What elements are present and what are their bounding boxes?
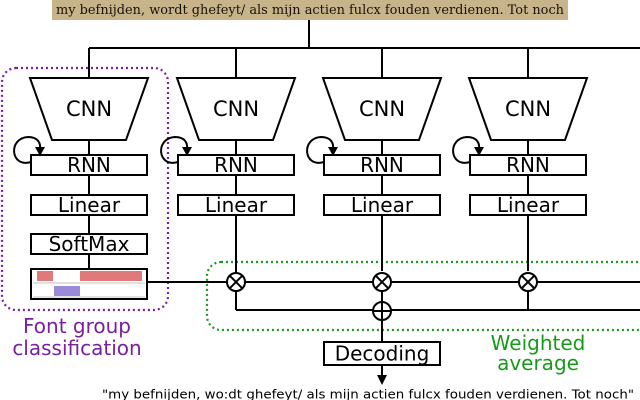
linear-label: Linear — [351, 193, 414, 217]
column-1: CNN RNN Linear — [160, 48, 297, 310]
softmax-label: SoftMax — [49, 232, 130, 256]
softmax-blue-band — [54, 286, 80, 296]
cnn-label: CNN — [213, 97, 259, 121]
cnn-label: CNN — [66, 97, 112, 121]
decoding-label: Decoding — [335, 342, 430, 366]
cnn-trapezoid — [28, 77, 150, 141]
weighted-average-frame — [205, 260, 640, 332]
cnn-trapezoid — [321, 77, 443, 141]
rnn-label: RNN — [214, 153, 258, 177]
input-line-background — [52, 0, 568, 20]
rnn-loop-arrow — [452, 135, 481, 164]
font-group-frame — [0, 66, 170, 312]
linear-label: Linear — [205, 193, 268, 217]
cnn-trapezoid — [175, 77, 297, 141]
rnn-label: RNN — [360, 153, 404, 177]
weighted-label-line2: average — [497, 351, 579, 375]
output-transcription: "my befnijden, wo:dt ghefeyt/ als mijn a… — [102, 387, 634, 400]
rnn-loop-arrow — [13, 135, 42, 164]
column-classifier: CNN RNN Linear SoftMax — [13, 48, 150, 300]
column-2: CNN RNN Linear — [306, 48, 443, 271]
rnn-loop-arrow — [160, 135, 189, 164]
rnn-loop-arrowhead — [474, 147, 484, 156]
input-line-image: my befnijden, wordt ghefeyt/ als mijn ac… — [52, 0, 568, 20]
cnn-label: CNN — [359, 97, 405, 121]
column-3: CNN RNN Linear — [452, 48, 589, 271]
linear-label: Linear — [58, 193, 121, 217]
multiply-node — [226, 272, 246, 292]
weighted-label-line1: Weighted — [491, 331, 586, 355]
font-group-label-line1: Font group — [23, 314, 131, 338]
softmax-red-band-2 — [80, 271, 142, 281]
cnn-label: CNN — [505, 97, 551, 121]
input-line-text: my befnijden, wordt ghefeyt/ als mijn ac… — [56, 3, 565, 18]
multiply-node — [518, 272, 538, 292]
rnn-loop-arrowhead — [328, 147, 338, 156]
cnn-trapezoid — [467, 77, 589, 141]
multiply-node — [372, 272, 392, 292]
rnn-loop-arrowhead — [182, 147, 192, 156]
rnn-label: RNN — [67, 153, 111, 177]
rnn-label: RNN — [506, 153, 550, 177]
linear-label: Linear — [497, 193, 560, 217]
rnn-loop-arrow — [306, 135, 335, 164]
softmax-output-plot — [30, 268, 148, 300]
softmax-red-band-1 — [37, 271, 53, 281]
font-group-label-line2: classification — [12, 336, 141, 360]
sum-node — [372, 301, 392, 321]
rnn-loop-arrowhead — [35, 147, 45, 156]
